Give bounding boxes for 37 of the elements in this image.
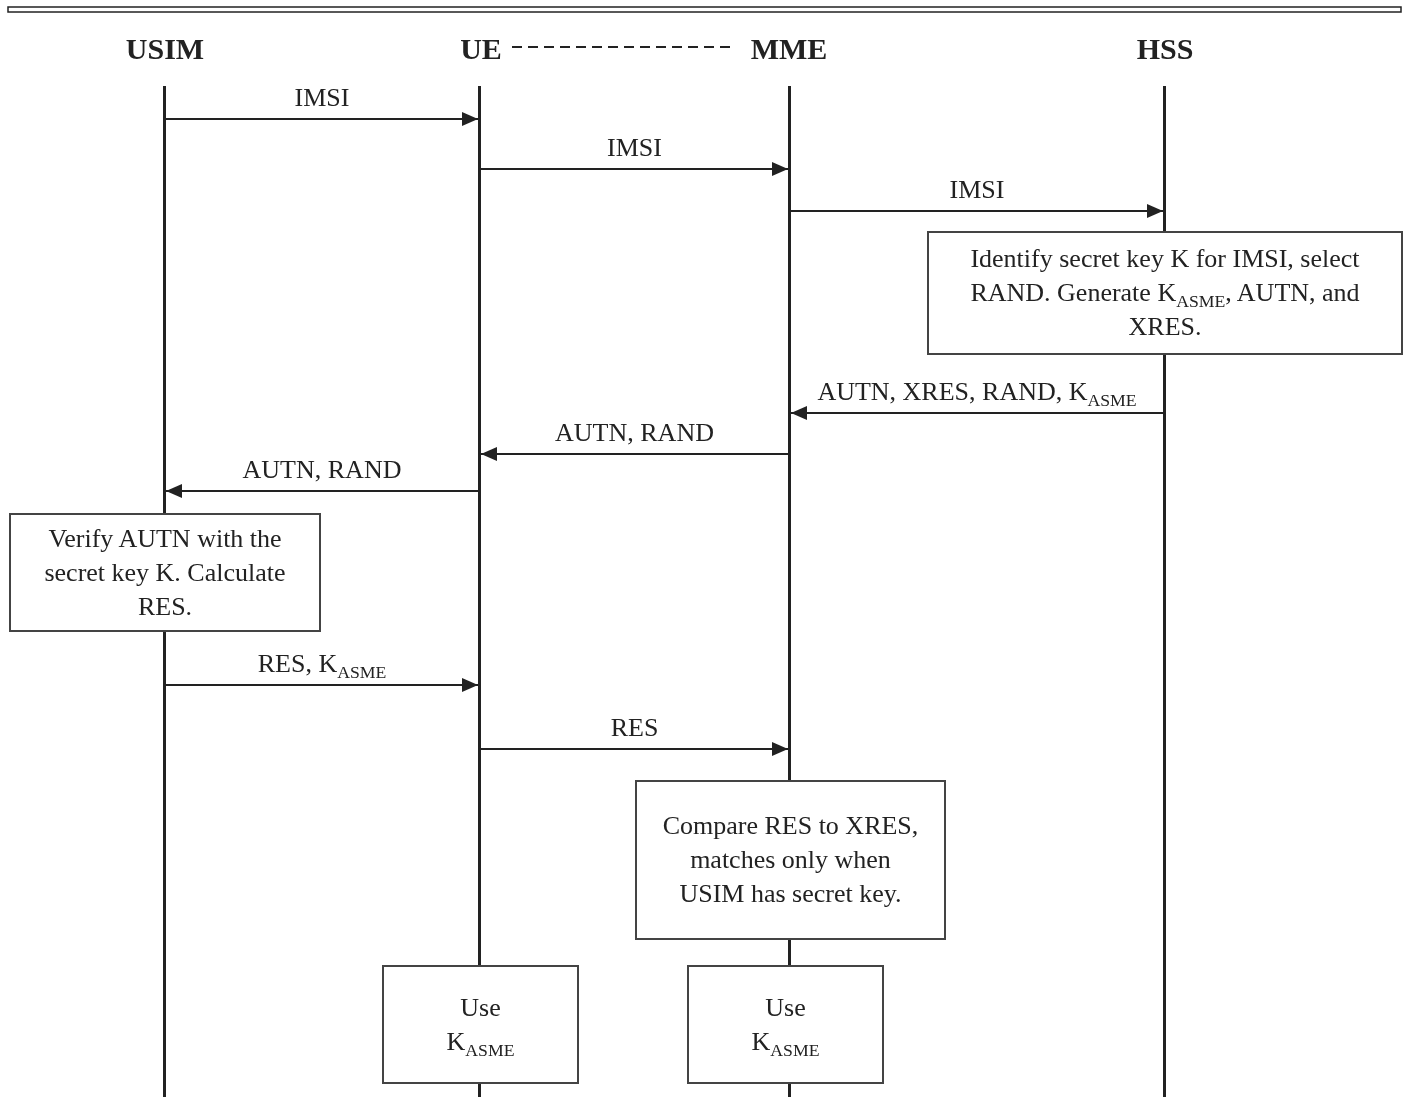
message-arrow (790, 406, 1164, 420)
message-arrow (790, 204, 1164, 218)
note-text: Use K$_{ASME}$ (750, 991, 821, 1059)
note-box (687, 965, 884, 1084)
note-box (635, 780, 946, 940)
message-arrow (165, 484, 479, 498)
message-arrow (165, 678, 479, 692)
message-arrow (165, 112, 479, 126)
note-box (927, 231, 1403, 355)
lifeline (1163, 354, 1166, 1097)
lifeline (163, 86, 166, 513)
lifeline (788, 940, 791, 965)
message-arrow (480, 742, 789, 756)
participant-label: UE (450, 28, 512, 70)
message-label: IMSI (949, 175, 1005, 205)
participant-label: HSS (1115, 28, 1215, 70)
message-arrow (480, 447, 789, 461)
note-text: Identify secret key K for IMSI, select RAND. Generate K$_{ASME}$, AUTN, and XRES. (969, 243, 1361, 343)
lifeline (478, 86, 481, 965)
message-label: RES (610, 713, 659, 743)
note-text: Compare RES to XRES, matches only when USIM has secret key. (661, 810, 920, 910)
message-label: IMSI (607, 133, 662, 163)
note-box (9, 513, 321, 632)
lifeline (163, 631, 166, 1097)
lifeline (788, 86, 791, 780)
message-arrow (480, 162, 789, 176)
message-label: AUTN, RAND (242, 455, 402, 485)
message-label: IMSI (294, 83, 350, 113)
message-label: RES, K$_{ASME}$ (257, 649, 387, 679)
participant-label: USIM (110, 28, 220, 70)
message-label: AUTN, XRES, RAND, K$_{ASME}$ (817, 377, 1137, 407)
participant-label: MME (736, 28, 842, 70)
lifeline (1163, 86, 1166, 231)
message-label: AUTN, RAND (555, 418, 714, 448)
note-text: Use K$_{ASME}$ (445, 991, 516, 1059)
note-box (382, 965, 579, 1084)
note-text: Verify AUTN with the secret key K. Calculate RES. (43, 522, 287, 623)
